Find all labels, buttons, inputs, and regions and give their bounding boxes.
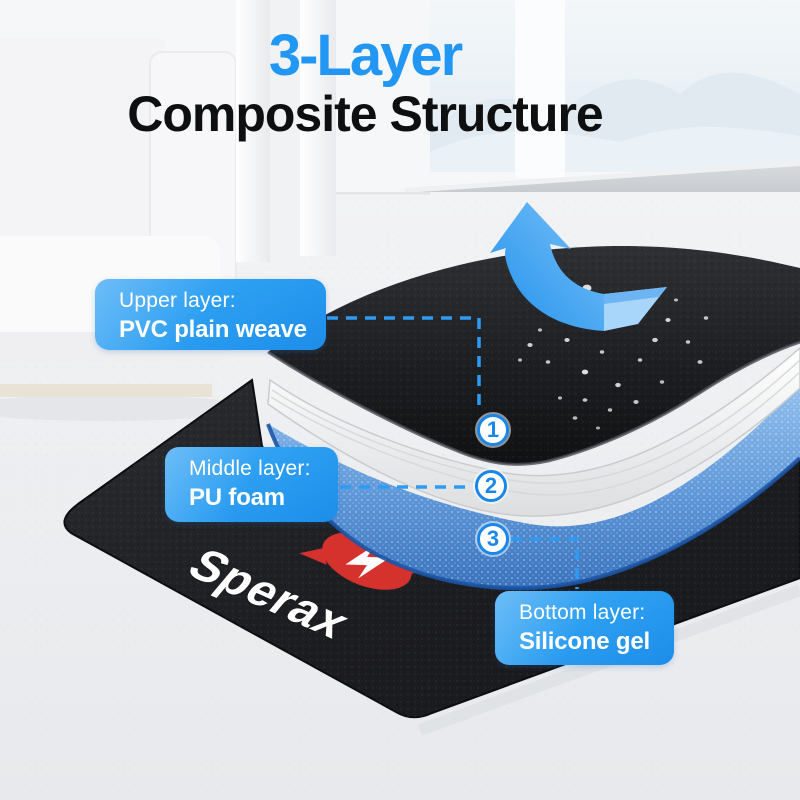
callout-upper-label: Upper layer: (119, 289, 236, 312)
callout-middle-layer: Middle layer: PU foam (165, 447, 338, 522)
title-line2: Composite Structure (127, 86, 604, 143)
connector-bottom (511, 537, 579, 589)
callout-bottom-label: Bottom layer: (519, 601, 646, 624)
page-title: 3-Layer Composite Structure (0, 23, 730, 143)
callout-bottom-layer: Bottom layer: Silicone gel (495, 591, 674, 665)
water-repel-arrow-icon (490, 202, 667, 331)
title-line1: 3-Layer (268, 23, 463, 88)
callout-upper-value: PVC plain weave (119, 316, 307, 343)
connector-upper (327, 316, 481, 410)
layer-pvc (267, 246, 800, 466)
callout-connectors (327, 316, 579, 589)
callout-middle-value: PU foam (189, 484, 285, 511)
sofa-base (0, 384, 212, 397)
layer-number-badge-3: 3 (477, 523, 509, 555)
callout-bottom-value: Silicone gel (519, 628, 650, 655)
curtain (236, 0, 336, 268)
callout-middle-label: Middle layer: (189, 457, 311, 480)
layer-number-badge-2: 2 (475, 470, 507, 502)
sofa-shadow (0, 395, 250, 421)
window-frame (515, 0, 565, 178)
sofa-backrest (0, 38, 166, 258)
layer-number-badge-1: 1 (477, 414, 509, 446)
callout-upper-layer: Upper layer: PVC plain weave (95, 279, 326, 350)
